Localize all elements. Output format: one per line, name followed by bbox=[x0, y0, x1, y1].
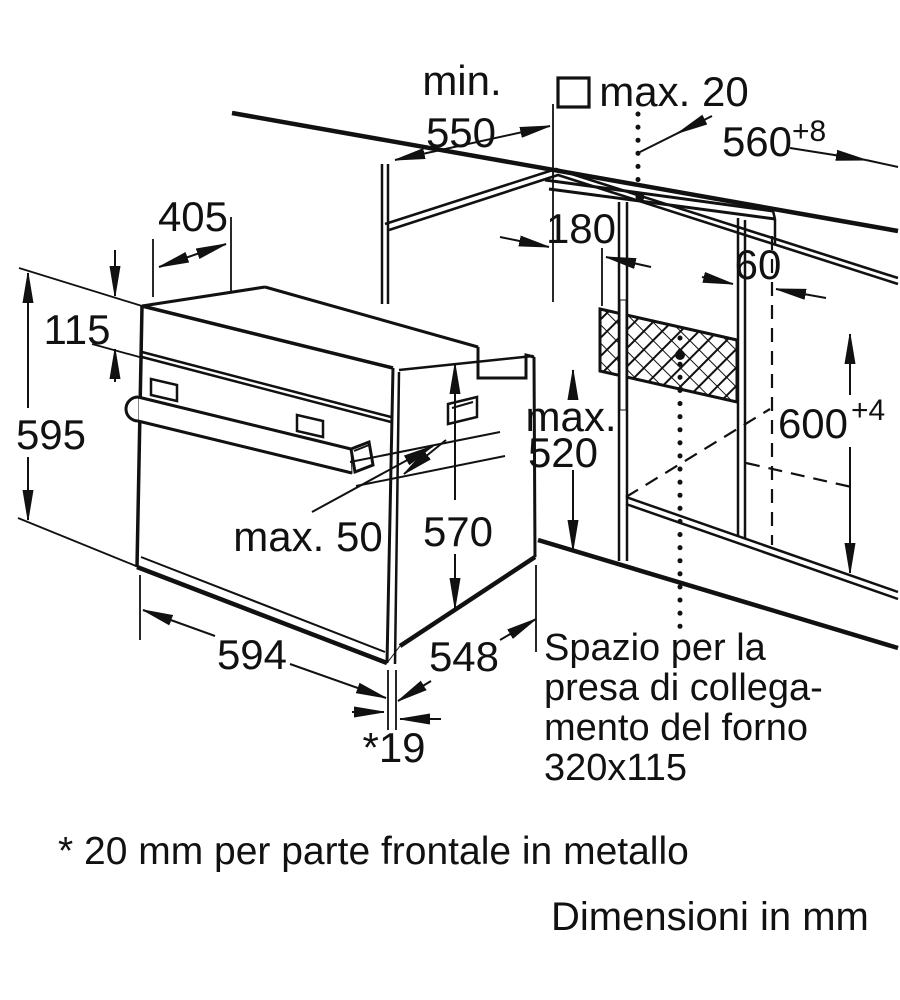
dim-max20-label: max. 20 bbox=[599, 68, 748, 115]
dim-594-value: 594 bbox=[217, 631, 287, 678]
oven-side-top-edge bbox=[398, 354, 534, 372]
oven-door-right-edge bbox=[385, 367, 395, 664]
niche-top-slot-upper bbox=[544, 178, 774, 213]
niche-top-slot-lower bbox=[548, 187, 776, 221]
dim-180-arrow-left bbox=[499, 237, 550, 248]
dim-min550-value: 550 bbox=[426, 109, 496, 156]
dim-548-arrow-right bbox=[499, 618, 537, 641]
extension-lines bbox=[17, 104, 603, 730]
handle-cap-inner bbox=[353, 444, 370, 452]
oven bbox=[124, 285, 537, 666]
handle-bracket-left bbox=[149, 377, 179, 403]
worktop-front-edge-inner bbox=[388, 173, 899, 286]
oven-side-back-edge bbox=[532, 356, 537, 558]
dim-560-tail bbox=[865, 159, 899, 168]
oven-body-right-edge bbox=[393, 371, 401, 665]
oven-front-left-edge bbox=[135, 305, 144, 568]
dim-594-arrow-left bbox=[142, 609, 216, 637]
dim-600-tolerance: +4 bbox=[851, 394, 885, 427]
handle-bar-bottom bbox=[137, 419, 353, 475]
dim-180-arrow-right bbox=[605, 256, 652, 267]
oven-handle bbox=[124, 377, 375, 475]
dim-180-value: 180 bbox=[546, 205, 616, 252]
connection-note-line3: mento del forno bbox=[544, 707, 808, 749]
oven-door-bottom-inner bbox=[140, 556, 386, 653]
connection-note-line1: Spazio per la bbox=[544, 627, 767, 669]
worktop-front-edge bbox=[384, 167, 899, 280]
control-panel-bottom-b bbox=[141, 355, 392, 424]
niche-top-slot-cap bbox=[771, 210, 777, 220]
footnote-text: * 20 mm per parte frontale in metallo bbox=[58, 830, 689, 873]
niche-floor-front-a bbox=[625, 495, 899, 594]
oven-silhouette bbox=[136, 286, 536, 664]
oven-door-bottom-edge bbox=[136, 564, 388, 666]
dim-min550-word: min. bbox=[422, 57, 501, 104]
handle-bar-right-cap bbox=[349, 439, 375, 475]
dim-max50-arrow bbox=[403, 439, 447, 475]
dim-560-arrow-right bbox=[789, 147, 866, 161]
dim-600-value: 600 bbox=[778, 400, 848, 447]
centerlines bbox=[556, 76, 685, 631]
units-text: Dimensioni in mm bbox=[551, 895, 869, 939]
dim-560-line-left bbox=[639, 115, 713, 153]
oven-top-back-edge bbox=[264, 285, 479, 349]
worktop bbox=[231, 110, 899, 286]
dimension-arrows bbox=[28, 115, 899, 719]
oven-side-bottom-edge bbox=[398, 555, 537, 648]
dim-520-word: max. bbox=[525, 393, 616, 440]
oven-top-notch bbox=[476, 347, 535, 380]
connection-note-line2: presa di collega- bbox=[544, 667, 823, 709]
dim-60-value: 60 bbox=[735, 241, 782, 288]
dim-115-value: 115 bbox=[44, 306, 111, 353]
dim-60-arrow-right bbox=[775, 288, 827, 298]
dim-60-arrow-left bbox=[701, 277, 734, 285]
worktop-symbol-square bbox=[556, 76, 591, 109]
handle-bar-left-cap bbox=[124, 395, 139, 423]
dim-595-value: 595 bbox=[16, 411, 86, 458]
dim-548-arrow-left bbox=[397, 680, 432, 702]
niche-floor-front-b bbox=[625, 502, 899, 601]
hidden-floor-left-edge bbox=[625, 408, 771, 498]
control-panel-bottom-a bbox=[141, 350, 392, 419]
dim-max50-label: max. 50 bbox=[233, 513, 382, 560]
cabinet-bottom-edge bbox=[537, 537, 899, 651]
max20-dot bbox=[635, 192, 645, 202]
dim-548-value: 548 bbox=[429, 633, 499, 680]
handle-bar-top bbox=[137, 395, 352, 451]
dim-19-value: *19 bbox=[362, 724, 425, 771]
dim-520-value: 520 bbox=[528, 429, 598, 476]
dim-min550-arrow bbox=[394, 125, 551, 161]
connection-dot bbox=[675, 350, 685, 360]
dim-405-arrow bbox=[158, 243, 227, 268]
dim-560-value: 560 bbox=[722, 118, 792, 165]
oven-top-left-edge bbox=[141, 285, 266, 308]
dim-560-arrow-left bbox=[677, 122, 700, 134]
dim-405-value: 405 bbox=[158, 193, 228, 240]
oven-top-front-edge bbox=[141, 304, 394, 370]
dim-594-arrow-right bbox=[289, 663, 387, 699]
hidden-floor-back-edge bbox=[745, 461, 857, 490]
dim-570-value: 570 bbox=[423, 508, 493, 555]
handle-bracket-right bbox=[295, 413, 325, 439]
dim-560-tolerance: +8 bbox=[792, 115, 826, 148]
connection-note-line4: 320x115 bbox=[544, 747, 687, 789]
labels: min. 550 max. 20 560 +8 405 115 595 180 … bbox=[16, 57, 885, 939]
